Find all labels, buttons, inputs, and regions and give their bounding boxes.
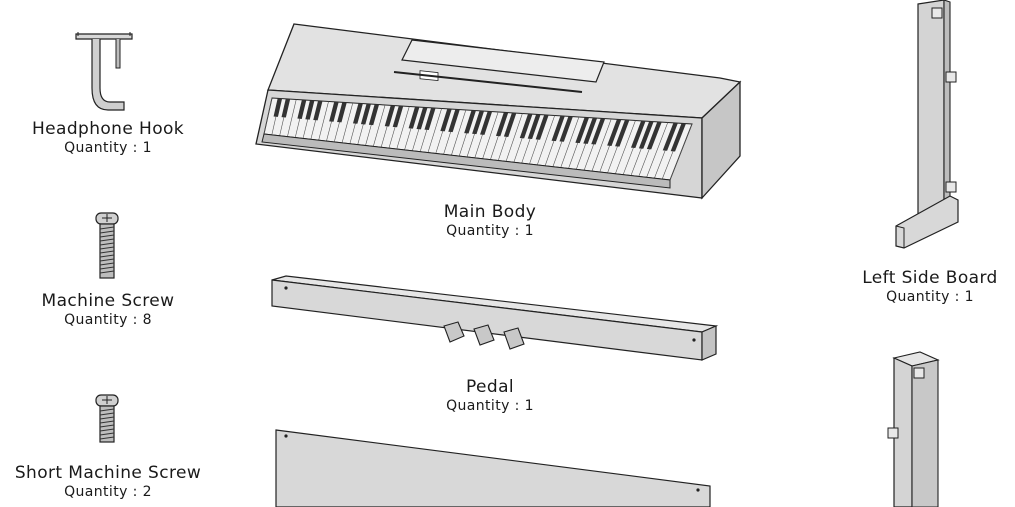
short-machine-screw-illustration — [95, 394, 119, 443]
short-machine-screw-quantity: Quantity : 2 — [64, 484, 152, 500]
headphone-hook-label: Headphone Hook Quantity : 1 — [8, 119, 208, 157]
main-body-name: Main Body — [443, 202, 537, 222]
right-side-board-illustration — [887, 351, 940, 507]
pedal-name: Pedal — [465, 377, 515, 397]
left-side-board-name: Left Side Board — [862, 268, 998, 288]
machine-screw-illustration — [95, 212, 119, 279]
back-panel-illustration — [275, 429, 711, 507]
headphone-hook-illustration — [75, 32, 133, 111]
left-side-board-label: Left Side Board Quantity : 1 — [830, 268, 1015, 306]
left-side-board-illustration — [895, 0, 959, 249]
headphone-hook-name: Headphone Hook — [31, 119, 185, 139]
main-body-label: Main Body Quantity : 1 — [390, 202, 590, 240]
left-side-board-quantity: Quantity : 1 — [886, 289, 974, 305]
headphone-hook-quantity: Quantity : 1 — [64, 140, 152, 156]
machine-screw-name: Machine Screw — [41, 291, 175, 311]
pedal-quantity: Quantity : 1 — [446, 398, 534, 414]
piano-keys — [263, 97, 693, 181]
short-machine-screw-name: Short Machine Screw — [14, 463, 202, 483]
pedal-levers — [443, 321, 525, 350]
pedal-illustration — [271, 275, 719, 361]
machine-screw-quantity: Quantity : 8 — [64, 312, 152, 328]
short-machine-screw-label: Short Machine Screw Quantity : 2 — [8, 463, 208, 501]
main-body-quantity: Quantity : 1 — [446, 223, 534, 239]
pedal-label: Pedal Quantity : 1 — [390, 377, 590, 415]
machine-screw-label: Machine Screw Quantity : 8 — [8, 291, 208, 329]
main-body-illustration — [255, 23, 742, 200]
